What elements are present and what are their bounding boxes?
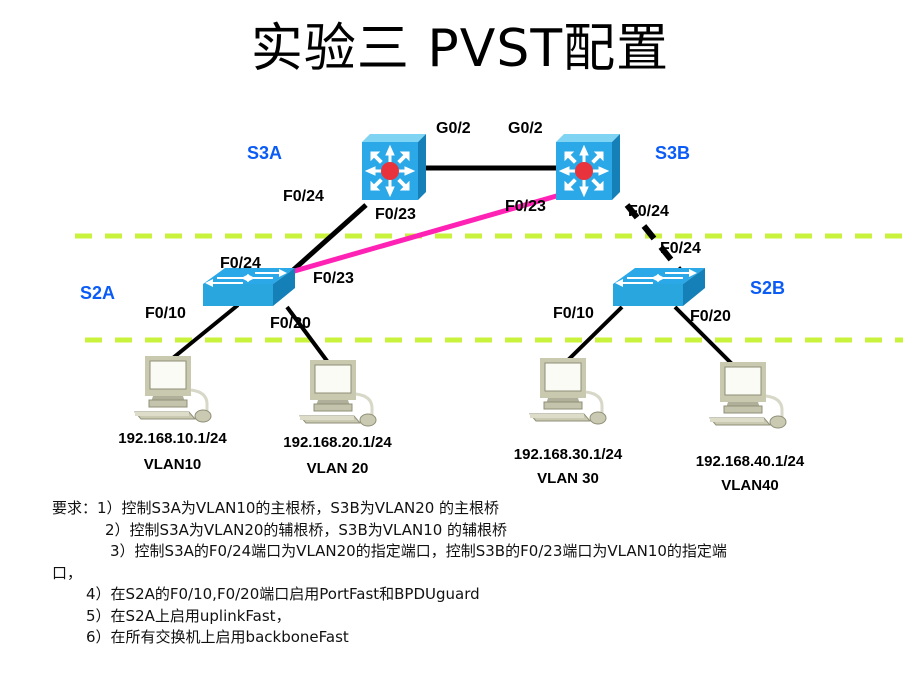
port-label-s3a-f024: F0/24 <box>283 188 324 205</box>
link-s2a-pc2 <box>285 305 332 367</box>
device-label-s2b: S2B <box>750 278 786 298</box>
port-label-s3b-f024: F0/24 <box>628 203 669 220</box>
host-vlan-4: VLAN40 <box>721 477 779 494</box>
link-s2b-pc3 <box>563 305 624 365</box>
requirement-line-6: 6）在所有交换机上启用backboneFast <box>86 628 349 646</box>
requirement-line-4: 4）在S2A的F0/10,F0/20端口启用PortFast和BPDUguard <box>86 585 480 603</box>
host-pc-1[interactable] <box>125 352 217 435</box>
host-ip-4: 192.168.40.1/24 <box>695 453 805 470</box>
port-label-s2b-f010: F0/10 <box>553 305 594 322</box>
device-label-s3a: S3A <box>247 143 283 163</box>
layer2-switch-icon <box>203 268 295 306</box>
requirement-line-5: 5）在S2A上启用uplinkFast， <box>86 606 291 625</box>
port-label-s2b-f020: F0/20 <box>690 308 731 325</box>
host-vlan-2: VLAN 20 <box>306 460 369 477</box>
layer3-switch-icon <box>362 134 426 200</box>
port-label-s2a-f024: F0/24 <box>220 255 261 272</box>
requirement-line-1: 要求：1）控制S3A为VLAN10的主根桥，S3B为VLAN20 的主根桥 <box>52 499 500 517</box>
requirement-line-3-cont: 口， <box>52 563 83 582</box>
port-label-s3a-g02: G0/2 <box>436 120 471 137</box>
requirement-line-2: 2）控制S3A为VLAN20的辅根桥，S3B为VLAN10 的辅根桥 <box>105 520 508 539</box>
device-s2a[interactable] <box>203 266 303 319</box>
device-label-s2a: S2A <box>80 283 116 303</box>
link-s3a-s2a <box>289 203 368 274</box>
host-ip-2: 192.168.20.1/24 <box>283 434 392 451</box>
host-ip-1: 192.168.10.1/24 <box>118 430 227 447</box>
port-label-s2a-f010: F0/10 <box>145 305 186 322</box>
port-label-s3a-f023: F0/23 <box>375 206 416 223</box>
pc-icon <box>528 358 607 425</box>
device-s3b[interactable] <box>548 128 626 213</box>
port-label-s3b-g02: G0/2 <box>508 120 543 137</box>
host-vlan-1: VLAN10 <box>143 456 202 473</box>
port-label-s2a-f020: F0/20 <box>270 315 311 332</box>
host-vlan-3: VLAN 30 <box>537 470 599 487</box>
link-s3b-s2a-highlighted <box>290 192 561 275</box>
port-label-s2b-f024: F0/24 <box>660 240 701 257</box>
layer2-switch-icon <box>613 268 705 306</box>
pc-icon <box>298 360 377 427</box>
pc-icon <box>708 362 787 429</box>
host-ip-3: 192.168.30.1/24 <box>513 446 623 463</box>
page-title: 实验三 PVST配置 <box>250 19 670 79</box>
pc-icon <box>133 356 212 423</box>
link-s2b-pc4 <box>673 305 735 367</box>
device-label-s3b: S3B <box>655 143 691 163</box>
host-pc-4[interactable] <box>700 358 792 441</box>
requirements-block: 要求：1）控制S3A为VLAN10的主根桥，S3B为VLAN20 的主根桥 2）… <box>0 498 920 649</box>
port-label-s3b-f023: F0/23 <box>505 198 546 215</box>
device-s3a[interactable] <box>354 128 432 213</box>
layer3-switch-icon <box>556 134 620 200</box>
host-pc-2[interactable] <box>290 356 382 439</box>
host-pc-3[interactable] <box>520 354 612 437</box>
requirement-line-3: 3）控制S3A的F0/24端口为VLAN20的指定端口，控制S3B的F0/23端… <box>110 542 727 560</box>
port-label-s2a-f023: F0/23 <box>313 270 354 287</box>
device-s2b[interactable] <box>613 266 713 319</box>
link-s2a-pc1 <box>166 303 240 364</box>
link-s3b-s2b-blocked <box>624 203 684 274</box>
